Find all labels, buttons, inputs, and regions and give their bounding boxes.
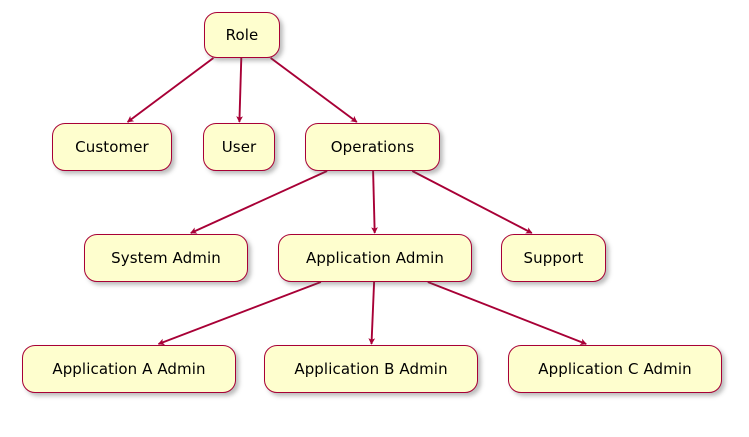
node-appa[interactable]: Application A Admin (22, 345, 236, 393)
node-role[interactable]: Role (204, 12, 280, 58)
edge-appadmin-appc (427, 281, 587, 346)
node-sysadmin[interactable]: System Admin (84, 234, 248, 282)
node-operations[interactable]: Operations (305, 123, 440, 171)
edge-operations-appadmin (371, 170, 378, 234)
node-label-appadmin: Application Admin (305, 248, 445, 267)
node-label-user: User (221, 137, 257, 156)
node-appadmin[interactable]: Application Admin (278, 234, 472, 282)
edge-operations-sysadmin (190, 170, 328, 234)
node-customer[interactable]: Customer (52, 123, 172, 171)
node-appc[interactable]: Application C Admin (508, 345, 722, 393)
node-label-support: Support (523, 248, 584, 267)
node-support[interactable]: Support (501, 234, 606, 282)
edge-operations-support (411, 170, 533, 234)
edge-role-customer (127, 57, 214, 123)
node-label-appc: Application C Admin (538, 359, 692, 378)
node-user[interactable]: User (203, 123, 275, 171)
node-label-sysadmin: System Admin (111, 248, 221, 267)
edge-role-operations (270, 57, 358, 123)
node-label-customer: Customer (75, 137, 149, 156)
node-label-appa: Application A Admin (52, 359, 206, 378)
edge-role-user (236, 57, 243, 123)
edge-appadmin-appb (368, 281, 376, 345)
edge-appadmin-appa (157, 281, 322, 346)
node-appb[interactable]: Application B Admin (264, 345, 478, 393)
node-label-role: Role (225, 25, 259, 44)
node-label-appb: Application B Admin (294, 359, 448, 378)
node-label-operations: Operations (330, 137, 415, 156)
